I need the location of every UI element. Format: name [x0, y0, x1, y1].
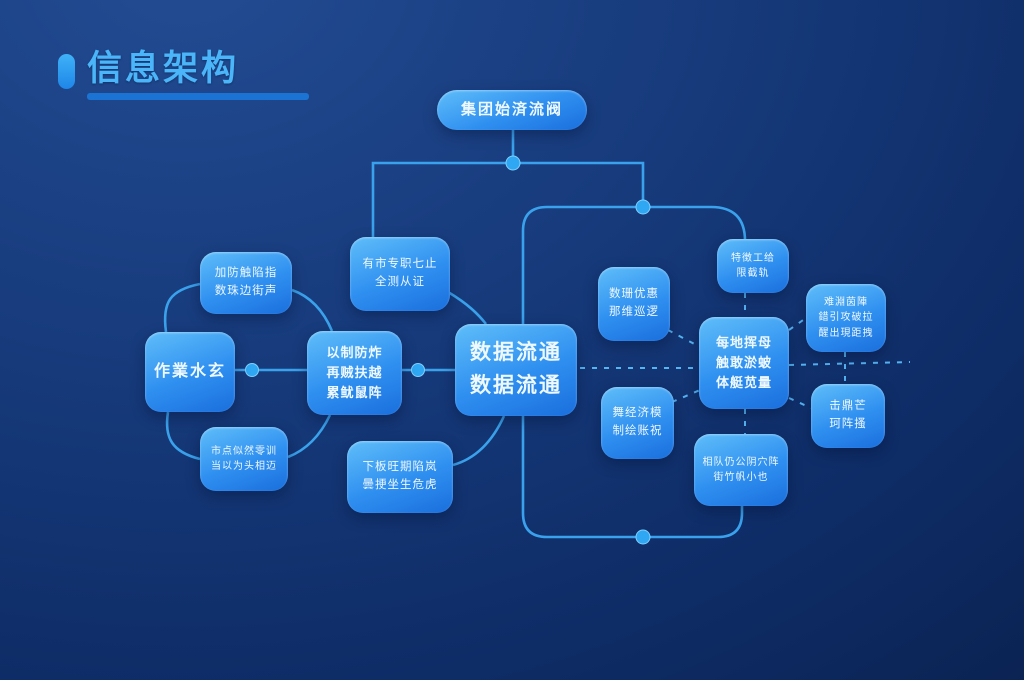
- node-top-center: 集团始済流阀: [437, 90, 587, 130]
- node-label: 特徴工给: [731, 252, 775, 264]
- node-label: 全测从证: [375, 276, 425, 288]
- node-right-bottom: 相队仍公阴穴阵 街竹帆小也: [694, 434, 788, 506]
- node-far-right-top: 难淵茵陣 錯引攻破拉 醒出現距拽: [806, 284, 886, 352]
- node-upper-left: 加防触陷指 数珠边街声: [200, 252, 292, 314]
- node-label: 珂阵搔: [829, 418, 867, 430]
- junction-dot: [505, 155, 521, 171]
- wire-big-loop: [521, 205, 744, 539]
- dash-hub-to-fr2: [788, 397, 812, 409]
- dash-b6-to-hub: [671, 389, 701, 403]
- node-label: 那维巡逻: [609, 306, 659, 318]
- dash-hub-to-fr1: [788, 317, 807, 331]
- node-label: 錯引攻破拉: [818, 312, 874, 324]
- node-label: 体艇苋量: [715, 375, 772, 391]
- dash-hub-right: [788, 361, 911, 366]
- node-label: 限截轨: [736, 268, 770, 279]
- node-label: 以制防炸: [326, 344, 383, 360]
- node-label: 击鼎芒: [829, 400, 867, 413]
- dash-b5-to-hub: [667, 329, 703, 349]
- node-label: 累鱿鼠阵: [326, 385, 383, 401]
- node-label: 下板旺期陷岚: [362, 461, 438, 474]
- node-mid-top: 有市专职七止 全测从证: [350, 237, 450, 311]
- node-left-root: 作業水玄: [145, 332, 235, 412]
- title-underline: [87, 92, 309, 100]
- wire-left-down-curve: [165, 411, 201, 461]
- node-far-right-bottom: 击鼎芒 珂阵搔: [811, 384, 885, 448]
- node-lower-left: 市点似然零训 当以为头相迈: [200, 427, 288, 491]
- node-label: 当以为头相迈: [211, 461, 277, 472]
- wire-to-top-right-node: [643, 205, 747, 242]
- node-label: 每地挥母: [715, 334, 772, 350]
- junction-dot: [245, 363, 259, 377]
- wire-b1-to-center: [447, 290, 488, 325]
- wire-a2-to-b2: [287, 414, 332, 459]
- node-right-top-small: 特徴工给 限截轨: [717, 239, 789, 293]
- junction-dot: [635, 199, 651, 215]
- node-label: 制绘账祝: [612, 425, 663, 437]
- node-label: 数据流通: [470, 374, 562, 397]
- node-label: 舞经济模: [612, 407, 663, 420]
- wire-b3-to-center: [452, 415, 506, 467]
- node-label: 曇挭坐生危虎: [362, 479, 438, 491]
- junction-dot: [635, 529, 651, 545]
- node-label: 市点似然零训: [211, 445, 277, 457]
- node-label: 醒出現距拽: [818, 327, 874, 339]
- node-label: 街竹帆小也: [713, 472, 769, 483]
- node-label: 有市专职七止: [362, 258, 438, 271]
- node-label: 数据流通: [470, 341, 562, 365]
- node-label: 触敢淤蚾: [715, 354, 772, 370]
- node-label: 相队仍公阴穴阵: [702, 456, 780, 468]
- page-header: 信息架构: [58, 49, 309, 100]
- node-label: 集团始済流阀: [460, 101, 563, 119]
- junction-dot: [411, 363, 425, 377]
- node-mid-center: 以制防炸 再贼扶越 累鱿鼠阵: [307, 331, 402, 415]
- node-right-upper: 数珊优惠 那维巡逻: [598, 267, 670, 341]
- node-mid-bottom: 下板旺期陷岚 曇挭坐生危虎: [347, 441, 453, 513]
- node-label: 再贼扶越: [326, 364, 383, 380]
- node-label: 难淵茵陣: [824, 296, 868, 308]
- wire-a1-to-b2: [291, 288, 334, 332]
- node-label: 数珊优惠: [609, 288, 659, 301]
- node-label: 作業水玄: [153, 362, 226, 380]
- wire-top-spine: [371, 161, 645, 237]
- wire-left-up-curve: [163, 282, 201, 333]
- node-label: 数珠边街声: [214, 285, 278, 297]
- node-data-flow-center: 数据流通 数据流通: [455, 324, 577, 416]
- page-title: 信息架构: [87, 49, 240, 88]
- title-bullet-icon: [58, 54, 75, 89]
- node-right-lower: 舞经济模 制绘账祝: [601, 387, 674, 459]
- node-right-hub: 每地挥母 触敢淤蚾 体艇苋量: [699, 317, 789, 409]
- node-label: 加防触陷指: [214, 267, 278, 280]
